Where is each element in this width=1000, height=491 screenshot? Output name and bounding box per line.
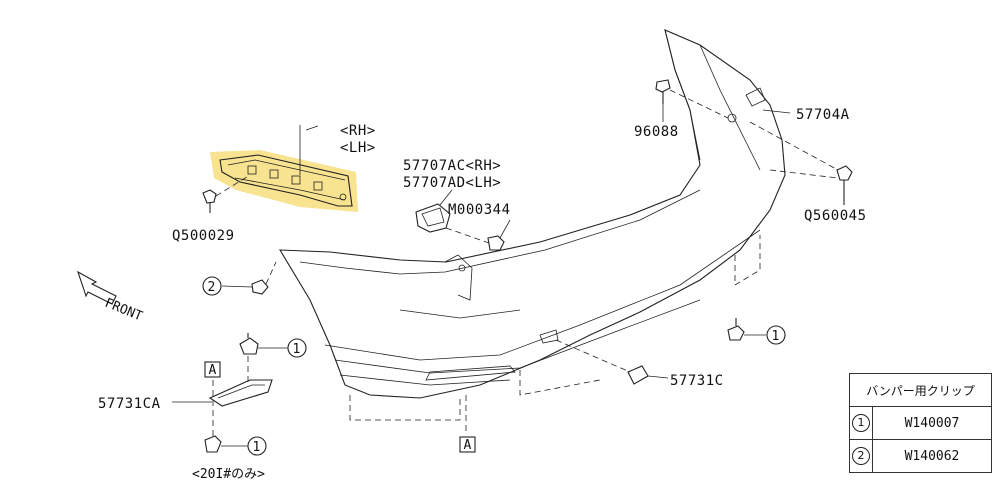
leader-line — [762, 109, 791, 114]
circle-ref-1-reflector-top: 1 — [287, 338, 307, 358]
side-bracket-part[interactable] — [219, 154, 353, 207]
clip-table-header-row: バンパー用クリップ — [849, 373, 992, 407]
clip-1-reflector-bottom[interactable] — [204, 435, 222, 453]
clip-ref-number: 2 — [849, 439, 873, 473]
screw-q500029[interactable] — [202, 189, 217, 213]
hidden-outline — [519, 370, 601, 396]
label-20i-note: <20I#のみ> — [192, 467, 265, 482]
svg-text:A: A — [464, 438, 472, 453]
screw-m000344[interactable] — [487, 235, 505, 251]
clip-table-header: バンパー用クリップ — [849, 373, 992, 407]
leader-line — [555, 339, 631, 373]
label-96088[interactable]: 96088 — [634, 124, 679, 140]
label-57731ca[interactable]: 57731CA — [98, 396, 161, 412]
circle-ref-1-right: 1 — [766, 325, 786, 345]
label-q500029[interactable]: Q500029 — [172, 228, 235, 244]
label-rh: <RH> — [340, 123, 376, 139]
clip-1-right[interactable] — [727, 318, 745, 341]
front-arrow-icon — [77, 270, 117, 305]
ref-box-a-center: A — [459, 436, 476, 453]
circle-ref-2-left: 2 — [202, 276, 222, 296]
bracket-highlight — [210, 150, 358, 212]
front-label: FRONT — [103, 296, 145, 325]
clip-1-reflector-top[interactable] — [239, 333, 259, 355]
circle-ref-1-reflector-bottom: 1 — [247, 436, 267, 456]
svg-text:A: A — [209, 363, 217, 378]
label-lh: <LH> — [340, 140, 376, 156]
hidden-outline — [734, 235, 761, 286]
label-57731c[interactable]: 57731C — [670, 373, 724, 389]
leader-line — [221, 285, 253, 288]
leader-line — [215, 174, 251, 197]
leader-line — [669, 89, 729, 119]
clip-ref-number: 1 — [849, 406, 873, 440]
rear-bumper-cover[interactable] — [279, 29, 786, 399]
label-m000344[interactable]: M000344 — [448, 202, 511, 218]
bumper-clip-table: バンパー用クリップ 1 W140007 2 W140062 — [849, 373, 992, 473]
svg-text:1: 1 — [772, 329, 780, 344]
leader-line — [647, 375, 669, 379]
clip-part-code[interactable]: W140007 — [872, 406, 992, 440]
label-57704a[interactable]: 57704A — [796, 107, 850, 123]
svg-text:1: 1 — [293, 342, 301, 357]
hidden-outline — [349, 395, 461, 421]
svg-text:2: 2 — [208, 280, 216, 295]
leader-line — [769, 169, 839, 179]
leader-line — [499, 219, 511, 239]
bracket-57707ac[interactable] — [415, 203, 451, 233]
table-row: 2 W140062 — [849, 439, 992, 473]
svg-text:1: 1 — [253, 440, 261, 455]
leader-line — [445, 227, 493, 245]
screw-q560045[interactable] — [836, 165, 853, 205]
clip-2-left[interactable] — [251, 279, 269, 295]
leader-line — [749, 121, 839, 171]
clip-part-code[interactable]: W140062 — [872, 439, 992, 473]
reflector-57731ca[interactable] — [208, 379, 273, 407]
ref-box-a-left: A — [204, 361, 221, 378]
table-row: 1 W140007 — [849, 406, 992, 440]
clip-96088[interactable] — [655, 79, 671, 104]
cover-57731c[interactable] — [627, 365, 649, 385]
label-57707ac[interactable]: 57707AC<RH> — [403, 158, 501, 174]
label-q560045[interactable]: Q560045 — [804, 208, 867, 224]
leader-line — [265, 261, 277, 285]
leader-line — [305, 125, 319, 131]
label-57707ad[interactable]: 57707AD<LH> — [403, 175, 501, 191]
leader-line — [439, 189, 453, 206]
